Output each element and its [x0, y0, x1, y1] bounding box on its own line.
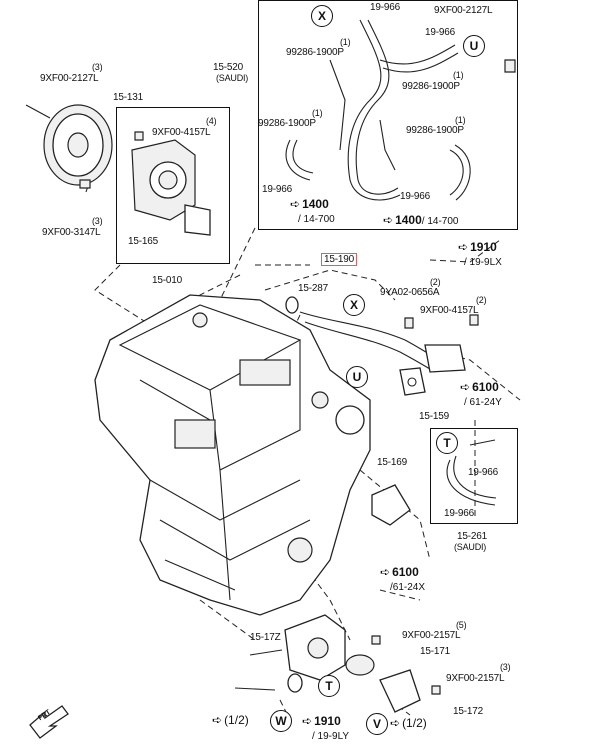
ref-6100-right[interactable]: ➪6100/ 61-24Y — [460, 380, 502, 408]
marker-x-pipe[interactable]: X — [343, 294, 365, 316]
reference-arrow-icon: ➪ — [290, 197, 301, 211]
ref-v-half[interactable]: ➪(1/2) — [390, 716, 427, 730]
cover-bolt-part-number: 9XF00-2157L — [446, 673, 505, 684]
stud-qty: (2) — [430, 277, 441, 287]
water-pump-box — [116, 107, 230, 264]
ref-w-half[interactable]: ➪(1/2) — [212, 713, 249, 727]
clip-c-qty: (1) — [312, 108, 323, 118]
reference-arrow-icon: ➪ — [458, 240, 469, 254]
housing-bolt-qty: (5) — [456, 620, 467, 630]
ref-1400-right[interactable]: ➪1400/ 14-700 — [383, 213, 459, 227]
clip-a-part-number: 99286-1900P — [286, 47, 344, 58]
stud-part-number: 9YA02-0656A — [380, 287, 440, 298]
housing-bolt-part-number: 9XF00-2157L — [402, 630, 461, 641]
reference-arrow-icon: ➪ — [380, 565, 391, 579]
reference-arrow-icon: ➪ — [302, 714, 313, 728]
thermostat-cover-part-number: 15-172 — [453, 706, 483, 717]
pulley-bolt-part-number: 9XF00-3147L — [42, 227, 101, 238]
marker-x-top[interactable]: X — [311, 5, 333, 27]
marker-t-box[interactable]: T — [436, 432, 458, 454]
pipe-gasket-part-number: 15-159 — [419, 411, 449, 422]
pipe-bolt-part-number: 9XF00-4157L — [420, 305, 479, 316]
hose-clamp-b: 19-966 — [425, 27, 455, 38]
clip-b-qty: (1) — [453, 70, 464, 80]
bypass-kit-note: (SAUDI) — [454, 542, 487, 552]
hose-clamp-e: 19-966 — [468, 467, 498, 478]
marker-w[interactable]: W — [270, 710, 292, 732]
pump-gasket-part-number: 15-165 — [128, 236, 158, 247]
hose-clamp-c: 19-966 — [262, 184, 292, 195]
bypass-kit-part-number: 15-261 — [457, 531, 487, 542]
hose-kit-box — [258, 0, 518, 230]
o-ring-part-number: 15-287 — [298, 283, 328, 294]
cover-bolt-qty: (3) — [500, 662, 511, 672]
marker-u-top[interactable]: U — [463, 35, 485, 57]
water-pump-part-number: 15-010 — [152, 275, 182, 286]
clip-c-part-number: 99286-1900P — [258, 118, 316, 129]
hose-clamp-d: 19-966 — [400, 191, 430, 202]
clip-d-qty: (1) — [455, 115, 466, 125]
pipe-bolt-qty: (2) — [476, 295, 487, 305]
thermostat-housing-part-number: 15-17Z — [250, 632, 281, 643]
marker-v[interactable]: V — [366, 713, 388, 735]
reference-arrow-icon: ➪ — [390, 716, 401, 730]
bolt-part-number: 9XF00-2127L — [40, 73, 99, 84]
hose-clamp-f: 19-966 — [444, 508, 474, 519]
clip-b-part-number: 99286-1900P — [402, 81, 460, 92]
marker-u-pipe[interactable]: U — [346, 366, 368, 388]
pump-bolt-qty: (4) — [206, 116, 217, 126]
pulley-bolt-qty: (3) — [92, 216, 103, 226]
reference-arrow-icon: ➪ — [383, 213, 394, 227]
bolt-qty: (3) — [92, 62, 103, 72]
hose-bolt-part-number: 9XF00-2127L — [434, 5, 493, 16]
thermostat-part-number: 15-171 — [420, 646, 450, 657]
water-pipe-part-number: 15-190 — [321, 253, 357, 266]
hose-kit-part-number: 15-520 — [213, 62, 243, 73]
ref-1400-left[interactable]: ➪1400/ 14-700 — [290, 197, 335, 225]
marker-t-housing[interactable]: T — [318, 675, 340, 697]
pulley-part-number: 15-131 — [113, 92, 143, 103]
housing-gasket-part-number: 15-169 — [377, 457, 407, 468]
clip-d-part-number: 99286-1900P — [406, 125, 464, 136]
hose-kit-note: (SAUDI) — [216, 73, 249, 83]
bypass-hose-box — [430, 428, 518, 524]
ref-1910-bottom[interactable]: ➪1910/ 19-9LY — [302, 714, 350, 742]
ref-6100-lower[interactable]: ➪6100/61-24X — [380, 565, 426, 593]
hose-clamp-a: 19-966 — [370, 2, 400, 13]
reference-arrow-icon: ➪ — [212, 713, 223, 727]
reference-arrow-icon: ➪ — [460, 380, 471, 394]
ref-1910-top[interactable]: ➪1910/ 19-9LX — [458, 240, 502, 268]
pump-bolt-part-number: 9XF00-4157L — [152, 127, 211, 138]
clip-a-qty: (1) — [340, 37, 351, 47]
